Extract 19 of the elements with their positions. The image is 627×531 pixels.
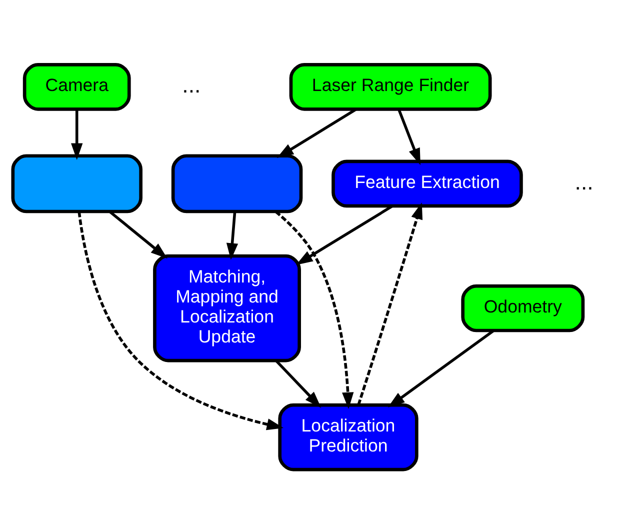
arrow bbox=[276, 108, 357, 158]
node-box: Feature Extraction bbox=[332, 159, 523, 208]
arrow bbox=[357, 202, 423, 405]
node-box: Camera bbox=[22, 62, 131, 110]
arrow bbox=[71, 109, 83, 160]
arrow bbox=[78, 211, 284, 430]
arrow bbox=[108, 210, 168, 258]
node-box: Localization Prediction bbox=[278, 402, 418, 471]
label: ... bbox=[574, 168, 594, 194]
node-box: Odometry bbox=[461, 284, 585, 332]
node-box: Laser Range Finder bbox=[289, 62, 492, 110]
arrow bbox=[274, 210, 354, 409]
arrow bbox=[274, 359, 322, 408]
arrow bbox=[398, 108, 420, 165]
node-box bbox=[11, 154, 142, 213]
node-box bbox=[171, 154, 303, 213]
label: ... bbox=[182, 72, 201, 97]
arrow bbox=[226, 211, 238, 260]
node-box: Matching, Mapping and Localization Update bbox=[153, 254, 301, 362]
